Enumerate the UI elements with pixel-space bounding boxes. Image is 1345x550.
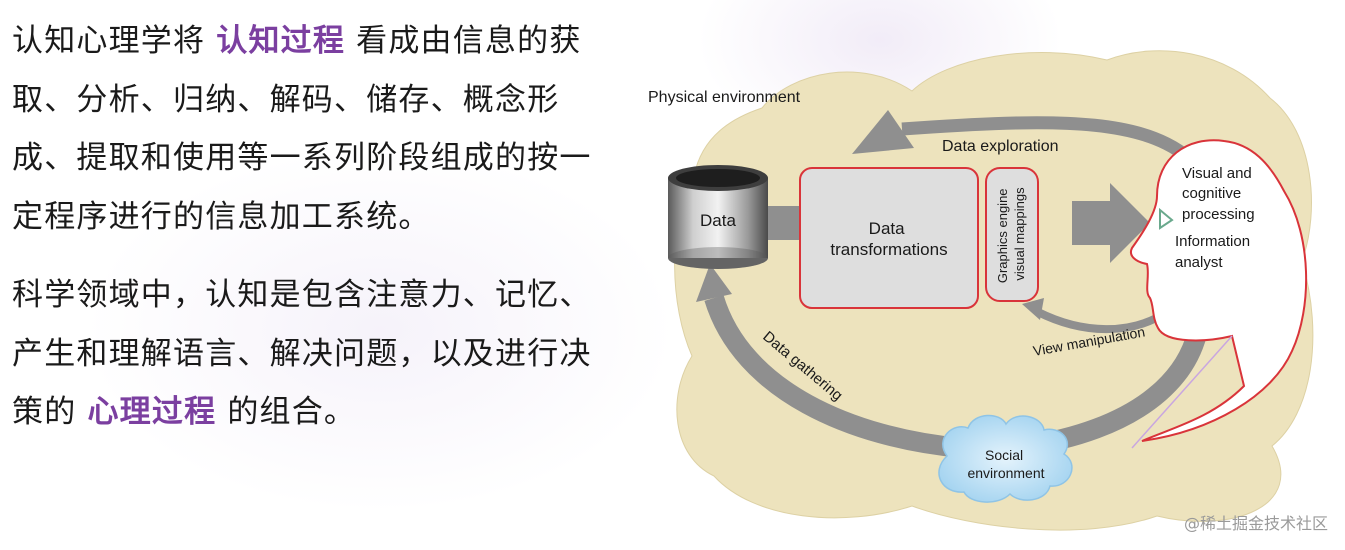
p1-highlight: 认知过程	[216, 23, 346, 59]
physical-environment-label: Physical environment	[648, 89, 801, 106]
p2-highlight: 心理过程	[87, 394, 217, 430]
data-transformations-label: Data transformations	[830, 219, 947, 259]
analyst-head	[1130, 139, 1308, 442]
p1-text-after: 看成由信息的获取、分析、归纳、解码、储存、概念形成、提取和使用等一系列阶段组成的…	[12, 23, 592, 235]
eye-icon	[1159, 207, 1174, 230]
social-environment-label: Social environment	[967, 447, 1044, 481]
data-exploration-arrow	[901, 116, 1202, 171]
p2-text-after: 的组合。	[216, 394, 357, 430]
text-column: 认知心理学将 认知过程 看成由信息的获取、分析、归纳、解码、储存、概念形成、提取…	[12, 12, 602, 442]
main-flow-arrowhead	[1110, 183, 1150, 263]
graphics-engine-label: Graphics engine visual mappings	[995, 185, 1027, 283]
data-transformations-box	[799, 167, 979, 309]
paragraph-cognition-definition: 科学领域中，认知是包含注意力、记忆、产生和理解语言、解决问题，以及进行决策的 心…	[12, 266, 602, 442]
data-label: Data	[700, 211, 736, 230]
data-cylinder	[668, 165, 768, 269]
paragraph-cognitive-process: 认知心理学将 认知过程 看成由信息的获取、分析、归纳、解码、储存、概念形成、提取…	[12, 12, 602, 246]
data-exploration-label: Data exploration	[942, 138, 1059, 155]
watermark-credit: @稀土掘金技术社区	[1183, 514, 1328, 533]
graphics-engine-box	[985, 167, 1039, 302]
visual-processing-label: Visual and cognitive processing	[1182, 165, 1256, 223]
information-analyst-label: Information analyst	[1175, 233, 1254, 271]
p1-text-before: 认知心理学将	[12, 23, 217, 59]
p2-text-before: 科学领域中，认知是包含注意力、记忆、产生和理解语言、解决问题，以及进行决策的	[12, 277, 592, 430]
social-environment-cloud	[938, 414, 1073, 503]
visual-analytics-diagram: Physical environment Data exploration Da…	[648, 50, 1314, 531]
